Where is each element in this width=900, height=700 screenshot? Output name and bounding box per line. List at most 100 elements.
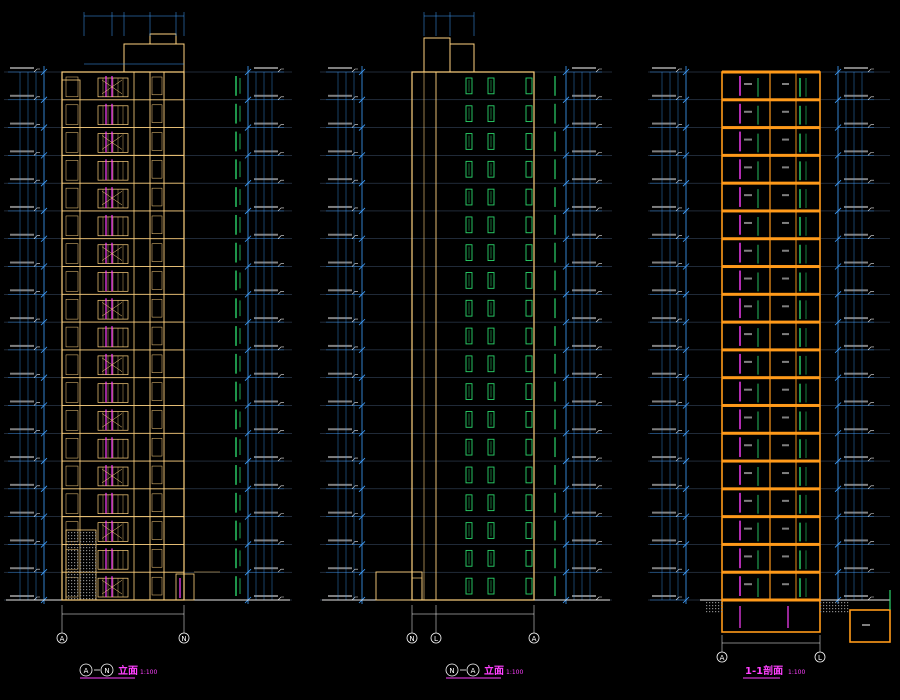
hatch-dot (74, 580, 76, 582)
level-mark (844, 428, 868, 431)
hatch-dot (71, 568, 73, 570)
level-symbol (351, 207, 358, 212)
hatch-dot (80, 535, 82, 537)
level-mark (572, 344, 596, 347)
hatch-dot (86, 574, 88, 576)
hatch-dot (74, 589, 76, 591)
hatch-dot (95, 595, 97, 597)
level-mark (254, 539, 278, 542)
window-left (465, 133, 473, 150)
level-symbol (867, 235, 874, 239)
hatch-dot (74, 532, 76, 534)
hatch-dot (68, 592, 70, 594)
section-slab (722, 126, 820, 130)
room-tag (744, 194, 752, 197)
shaft-window (151, 160, 163, 179)
window-left (465, 244, 473, 261)
hatch-dot (89, 598, 91, 600)
room-tag (862, 624, 870, 626)
hatch-dot (68, 589, 70, 591)
hatch-dot (74, 583, 76, 585)
level-symbol (595, 513, 602, 517)
hatch-dot (83, 595, 85, 597)
hatch-dot (77, 589, 79, 591)
room-tag (782, 499, 789, 502)
level-mark (254, 67, 278, 69)
window-left (465, 355, 473, 373)
level-symbol (675, 541, 682, 545)
hatch-dot (95, 577, 97, 579)
level-symbol (675, 596, 682, 601)
hatch-dot (77, 577, 79, 579)
level-symbol (277, 318, 284, 323)
shaft-window (151, 326, 163, 346)
level-symbol (867, 541, 874, 545)
window-cross (101, 524, 123, 539)
soil-hatch (841, 602, 843, 604)
title-axis-to: N (104, 667, 109, 675)
window-right (525, 327, 533, 345)
level-mark (844, 344, 868, 347)
level-mark (844, 400, 868, 403)
elevation-view-n-a (320, 12, 612, 604)
level-mark (10, 178, 34, 181)
soil-hatch (844, 611, 846, 613)
level-mark (572, 67, 596, 69)
soil-hatch (712, 608, 714, 610)
level-mark (652, 567, 676, 570)
hatch-dot (80, 538, 82, 540)
hatch-dot (74, 541, 76, 543)
level-mark (10, 233, 34, 236)
hatch-dot (92, 589, 94, 591)
level-symbol (33, 374, 40, 378)
level-mark (844, 67, 868, 69)
hatch-dot (95, 559, 97, 561)
hatch-dot (86, 598, 88, 600)
hatch-dot (92, 574, 94, 576)
level-symbol (595, 457, 602, 462)
hatch-dot (74, 565, 76, 567)
hatch-dot (86, 541, 88, 543)
shaft-window (151, 493, 163, 512)
view-title: 立面 (118, 664, 138, 677)
room-tag (744, 360, 752, 363)
hatch-dot (80, 553, 82, 555)
level-symbol (351, 152, 358, 156)
room-tag (744, 138, 752, 141)
soil-hatch (841, 608, 843, 610)
hatch-dot (89, 538, 91, 540)
hatch-dot (83, 586, 85, 588)
room-tag (744, 388, 752, 391)
level-symbol (33, 263, 40, 267)
side-window (65, 493, 79, 514)
hatch-dot (71, 553, 73, 555)
level-mark (254, 150, 278, 153)
shaft-window (151, 465, 163, 485)
level-mark (572, 233, 596, 236)
hatch-dot (80, 592, 82, 594)
hatch-dot (74, 559, 76, 561)
level-symbol (867, 179, 874, 184)
hatch-dot (83, 577, 85, 579)
hatch-dot (68, 598, 70, 600)
hatch-dot (92, 553, 94, 555)
level-mark (254, 261, 278, 264)
level-symbol (867, 152, 874, 156)
window-right (525, 411, 533, 428)
hatch-dot (77, 532, 79, 534)
axis-bubbles-section: A L (716, 635, 826, 663)
hatch-dot (95, 541, 97, 543)
side-window (65, 132, 79, 153)
level-mark (652, 539, 676, 542)
basement-outline (721, 599, 821, 633)
side-window (65, 215, 79, 236)
level-symbol (33, 124, 40, 128)
hatch-dot (92, 544, 94, 546)
shaft-window (151, 187, 163, 207)
level-mark (572, 178, 596, 181)
shaft-window (151, 76, 163, 96)
level-mark (254, 372, 278, 375)
hatch-dot (83, 538, 85, 540)
window-left (465, 299, 473, 317)
